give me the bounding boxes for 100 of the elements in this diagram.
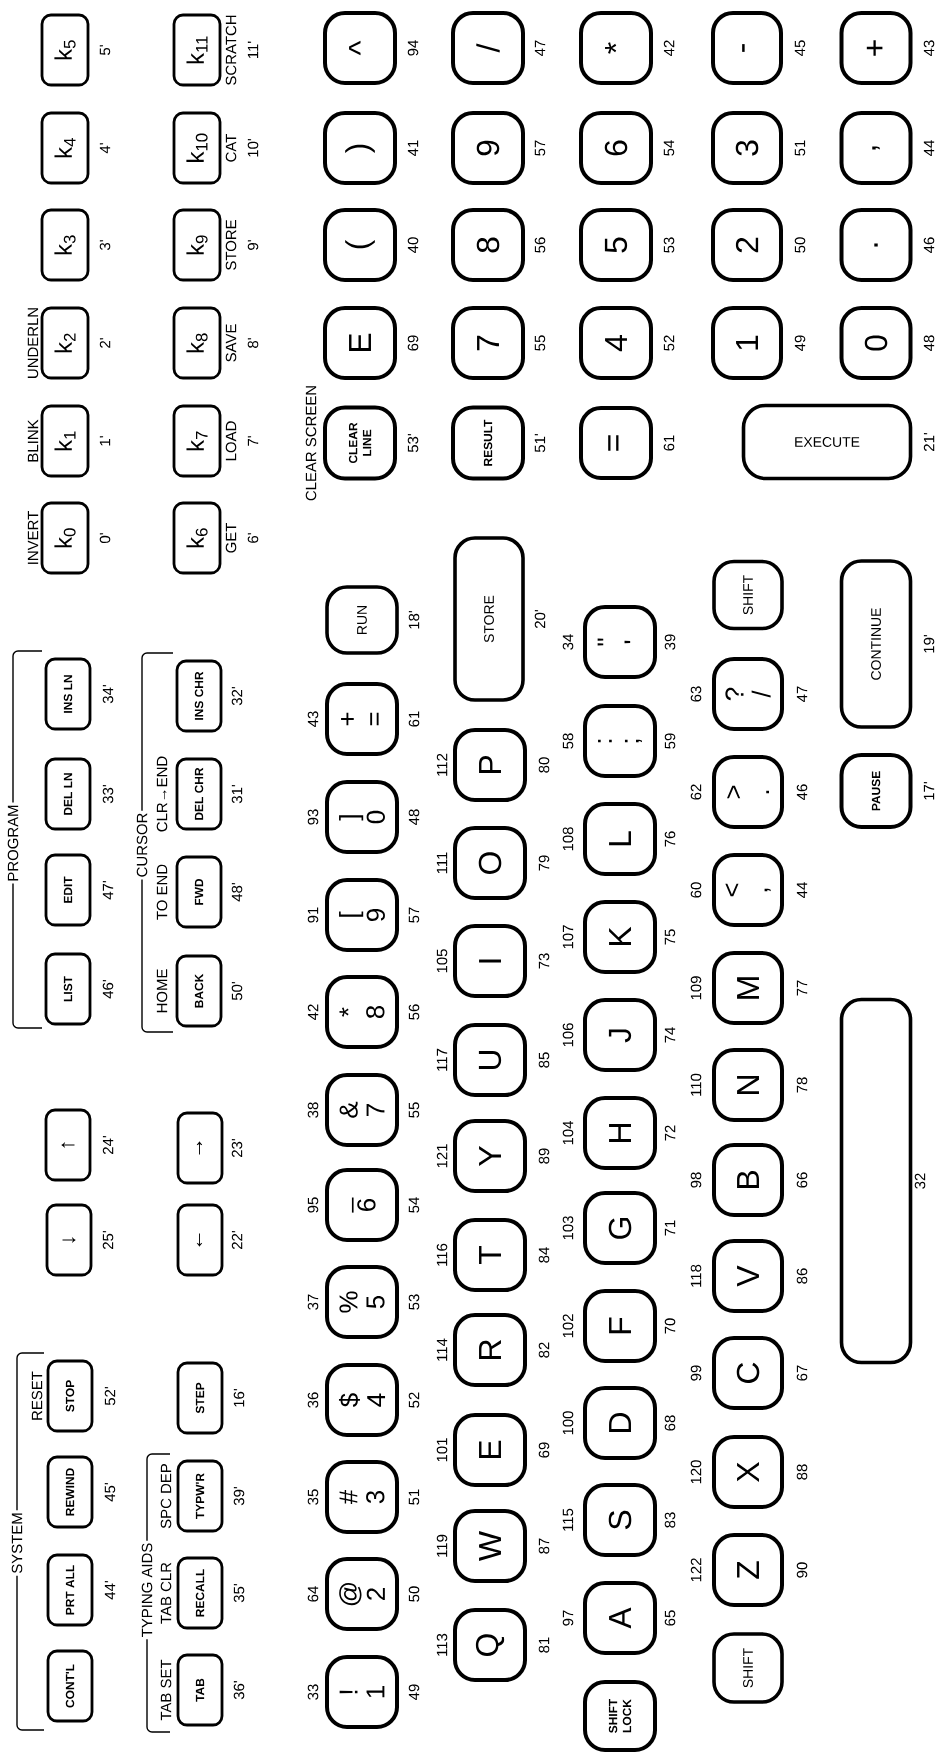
key-code: 2' [99,338,111,348]
key-code: 17' [923,782,935,800]
key: k$_{0}$ [40,501,90,575]
key-code: 88 [796,1464,808,1480]
group-label: TYPING AIDS [139,1540,155,1640]
key: INS CHR [175,659,223,733]
key: Z [712,1533,784,1607]
key-code: 48' [231,883,243,902]
key: < , [712,853,784,927]
key: T [453,1218,527,1292]
key-code: LOAD [225,421,237,461]
key: k$_{8}$ [172,306,222,380]
key-code: 51' [534,434,546,453]
key-code: 119 [436,1534,448,1557]
key: , [839,111,913,185]
key: PAUSE [839,753,913,829]
key-code: 107 [562,925,574,949]
key-code: 10' [247,139,259,157]
key-code: 73 [538,953,550,969]
key-code: 23' [231,1139,243,1157]
key-code: 25' [102,1231,114,1249]
key-code: 56 [534,237,546,253]
key-code: 0' [99,533,111,543]
key: 8 [451,208,525,282]
key-code: 49 [408,1684,420,1700]
key-code: 47 [534,40,546,56]
key: Q [453,1608,527,1682]
key-code: 83 [664,1512,676,1528]
key-code: 16' [233,1389,245,1407]
key-code: RESET [31,1371,43,1420]
key-code: 56 [408,1004,420,1020]
key-code: 74 [664,1027,676,1043]
key-code: GET [225,523,237,553]
key: ( [323,208,397,282]
key: 1 [711,306,783,380]
key-code: 55 [408,1102,420,1118]
key-code: 121 [436,1144,448,1168]
key-code: 112 [436,753,448,776]
key-code: 5' [99,45,111,55]
group-label: SYSTEM [9,1510,25,1576]
key-code: 99 [690,1365,702,1381]
key-code: 34' [102,685,114,704]
key-code: 39 [664,634,676,650]
key: ↓ [45,1203,93,1277]
key-code: 71 [664,1220,676,1236]
key: ] 0 [325,780,399,854]
key: ? / [712,657,784,731]
key-code: 32' [231,687,243,706]
key-code: CAT [225,133,237,162]
key: . [839,208,913,282]
key-code: 18' [408,611,420,629]
key-code: 82 [538,1342,550,1358]
key: I [453,924,527,998]
key-code: 102 [562,1314,574,1338]
key-code: 89 [538,1148,550,1164]
key: B [712,1143,784,1217]
key: ← [176,1203,224,1277]
key-code: 122 [690,1558,702,1582]
key-code: 49 [794,335,806,351]
key-code: 66 [796,1172,808,1188]
key-code: 8' [247,338,259,348]
key-code: 35' [233,1584,245,1603]
key-code: 52 [408,1392,420,1408]
key: STEP [176,1361,224,1435]
key-code: 75 [664,929,676,945]
key: k$_{9}$ [172,208,222,282]
key-code: 36' [233,1681,245,1700]
key-code: 4' [99,143,111,154]
key: 6 [579,111,653,185]
key-code: 97 [562,1610,574,1626]
key: U [453,1023,527,1097]
key-code: 43 [923,40,935,56]
group-label: CURSOR [134,810,150,880]
key-code: 19' [923,635,935,653]
key-code: 87 [538,1538,550,1554]
key-code: 117 [436,1048,448,1071]
key-code: BLINK [27,419,39,462]
key-code: 50' [231,982,243,1001]
key: ! 1 [325,1655,399,1729]
key-code: 48 [923,335,935,351]
key: SHIFT [712,559,784,631]
key: 4 [579,306,653,380]
key: P [453,728,527,802]
key-code: INVERT [27,511,39,564]
key-code: 69 [538,1442,550,1458]
key: C [712,1336,784,1410]
key: ^ [323,11,397,85]
key-code: CLEAR SCREEN [305,386,317,501]
key: SHIFT LOCK [583,1680,657,1752]
key: 7 [451,306,525,380]
key: E [323,306,397,380]
key-code: HOME [156,969,168,1013]
key-code: 64 [307,1586,319,1602]
key: k$_{7}$ [172,404,222,478]
key-code: STORE [225,220,237,270]
key-code: 20' [534,610,546,628]
key-code: 44 [796,882,808,898]
key: " ' [583,605,657,679]
key-code: 7' [247,436,259,446]
key: REWIND [46,1455,94,1529]
